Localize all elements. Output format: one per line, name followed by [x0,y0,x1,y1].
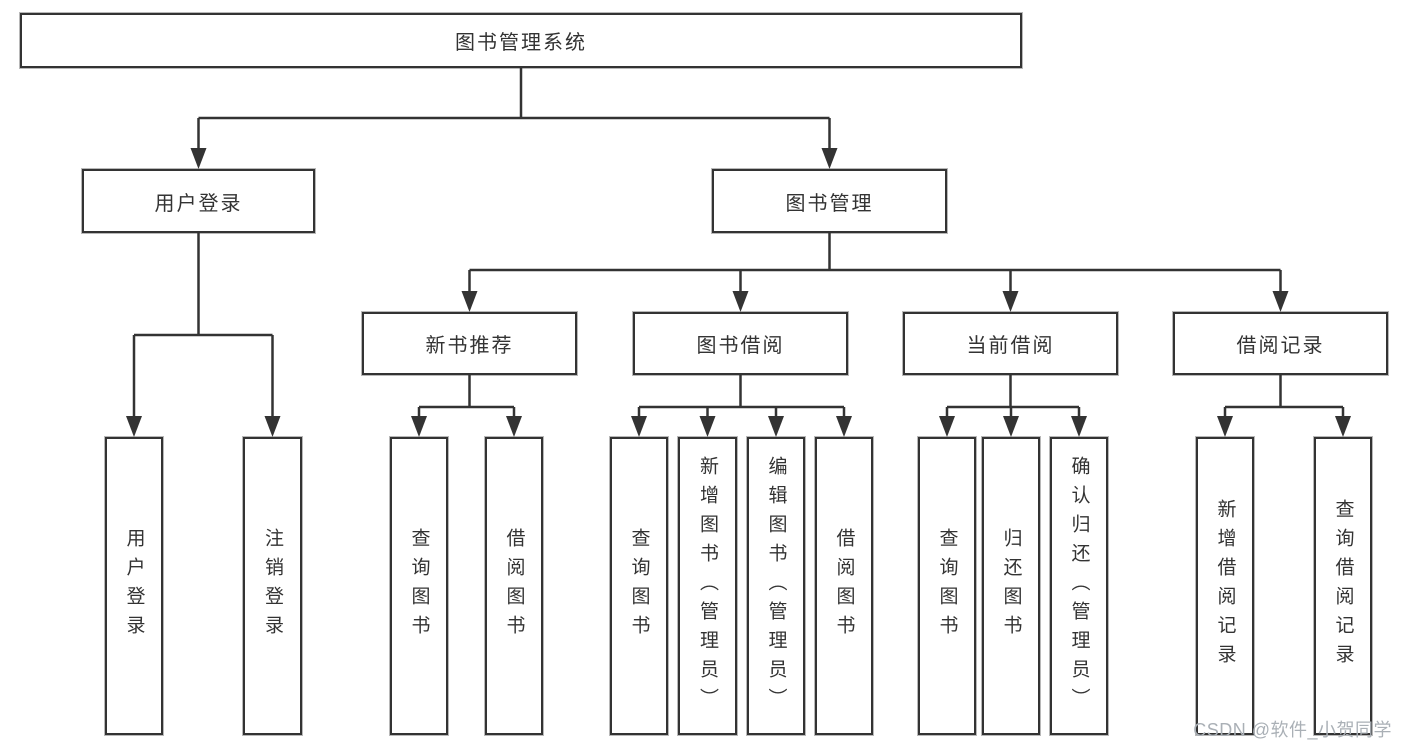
node-label: 借阅图书 [503,528,525,644]
node-library-management-system: 图书管理系统 [19,12,1023,69]
node-label: 借阅记录 [1236,335,1325,357]
leaf-confirm-return-admin: 确认归还（管理员） [1049,436,1109,736]
node-label: 归还图书 [1000,528,1022,644]
node-label: 注销登录 [262,528,283,644]
leaf-user-login: 用户登录 [104,436,164,736]
leaf-query-books-current: 查询图书 [917,436,977,736]
leaf-query-books-borrowing: 查询图书 [609,436,669,736]
node-label: 查询图书 [628,528,650,644]
node-borrowing-records: 借阅记录 [1172,311,1389,376]
node-label: 图书借阅 [696,335,785,357]
leaf-query-books-recommend: 查询图书 [389,436,449,736]
leaf-add-borrow-record: 新增借阅记录 [1195,436,1255,736]
leaf-edit-book-admin: 编辑图书（管理员） [746,436,806,736]
node-label: 新书推荐 [425,335,514,357]
node-label: 图书管理系统 [455,32,587,54]
node-label: 新增借阅记录 [1214,499,1236,673]
csdn-watermark: CSDN @软件_小贺同学 [1193,720,1392,740]
node-current-borrowing: 当前借阅 [902,311,1119,376]
arrowhead-icons [126,148,1351,437]
node-new-book-recommendation: 新书推荐 [361,311,578,376]
node-label: 当前借阅 [966,335,1055,357]
leaf-borrow-books-recommend: 借阅图书 [484,436,544,736]
leaf-borrow-books: 借阅图书 [814,436,874,736]
leaf-query-borrow-record: 查询借阅记录 [1313,436,1373,736]
node-label: 确认归还（管理员） [1068,455,1090,717]
node-book-management: 图书管理 [711,168,948,234]
leaf-return-books: 归还图书 [981,436,1041,736]
node-label: 查询借阅记录 [1332,499,1354,673]
node-label: 编辑图书（管理员） [765,455,787,717]
node-label: 用户登录 [123,528,145,644]
node-label: 图书管理 [785,192,874,215]
node-label: 用户登录 [154,192,243,215]
node-book-borrowing: 图书借阅 [632,311,849,376]
node-user-login: 用户登录 [81,168,316,234]
node-label: 借阅图书 [833,528,855,644]
node-label: 新增图书（管理员） [697,455,718,717]
node-label: 查询图书 [936,528,958,644]
node-label: 查询图书 [408,528,430,644]
leaf-logout: 注销登录 [242,436,303,736]
leaf-add-book-admin: 新增图书（管理员） [677,436,738,736]
